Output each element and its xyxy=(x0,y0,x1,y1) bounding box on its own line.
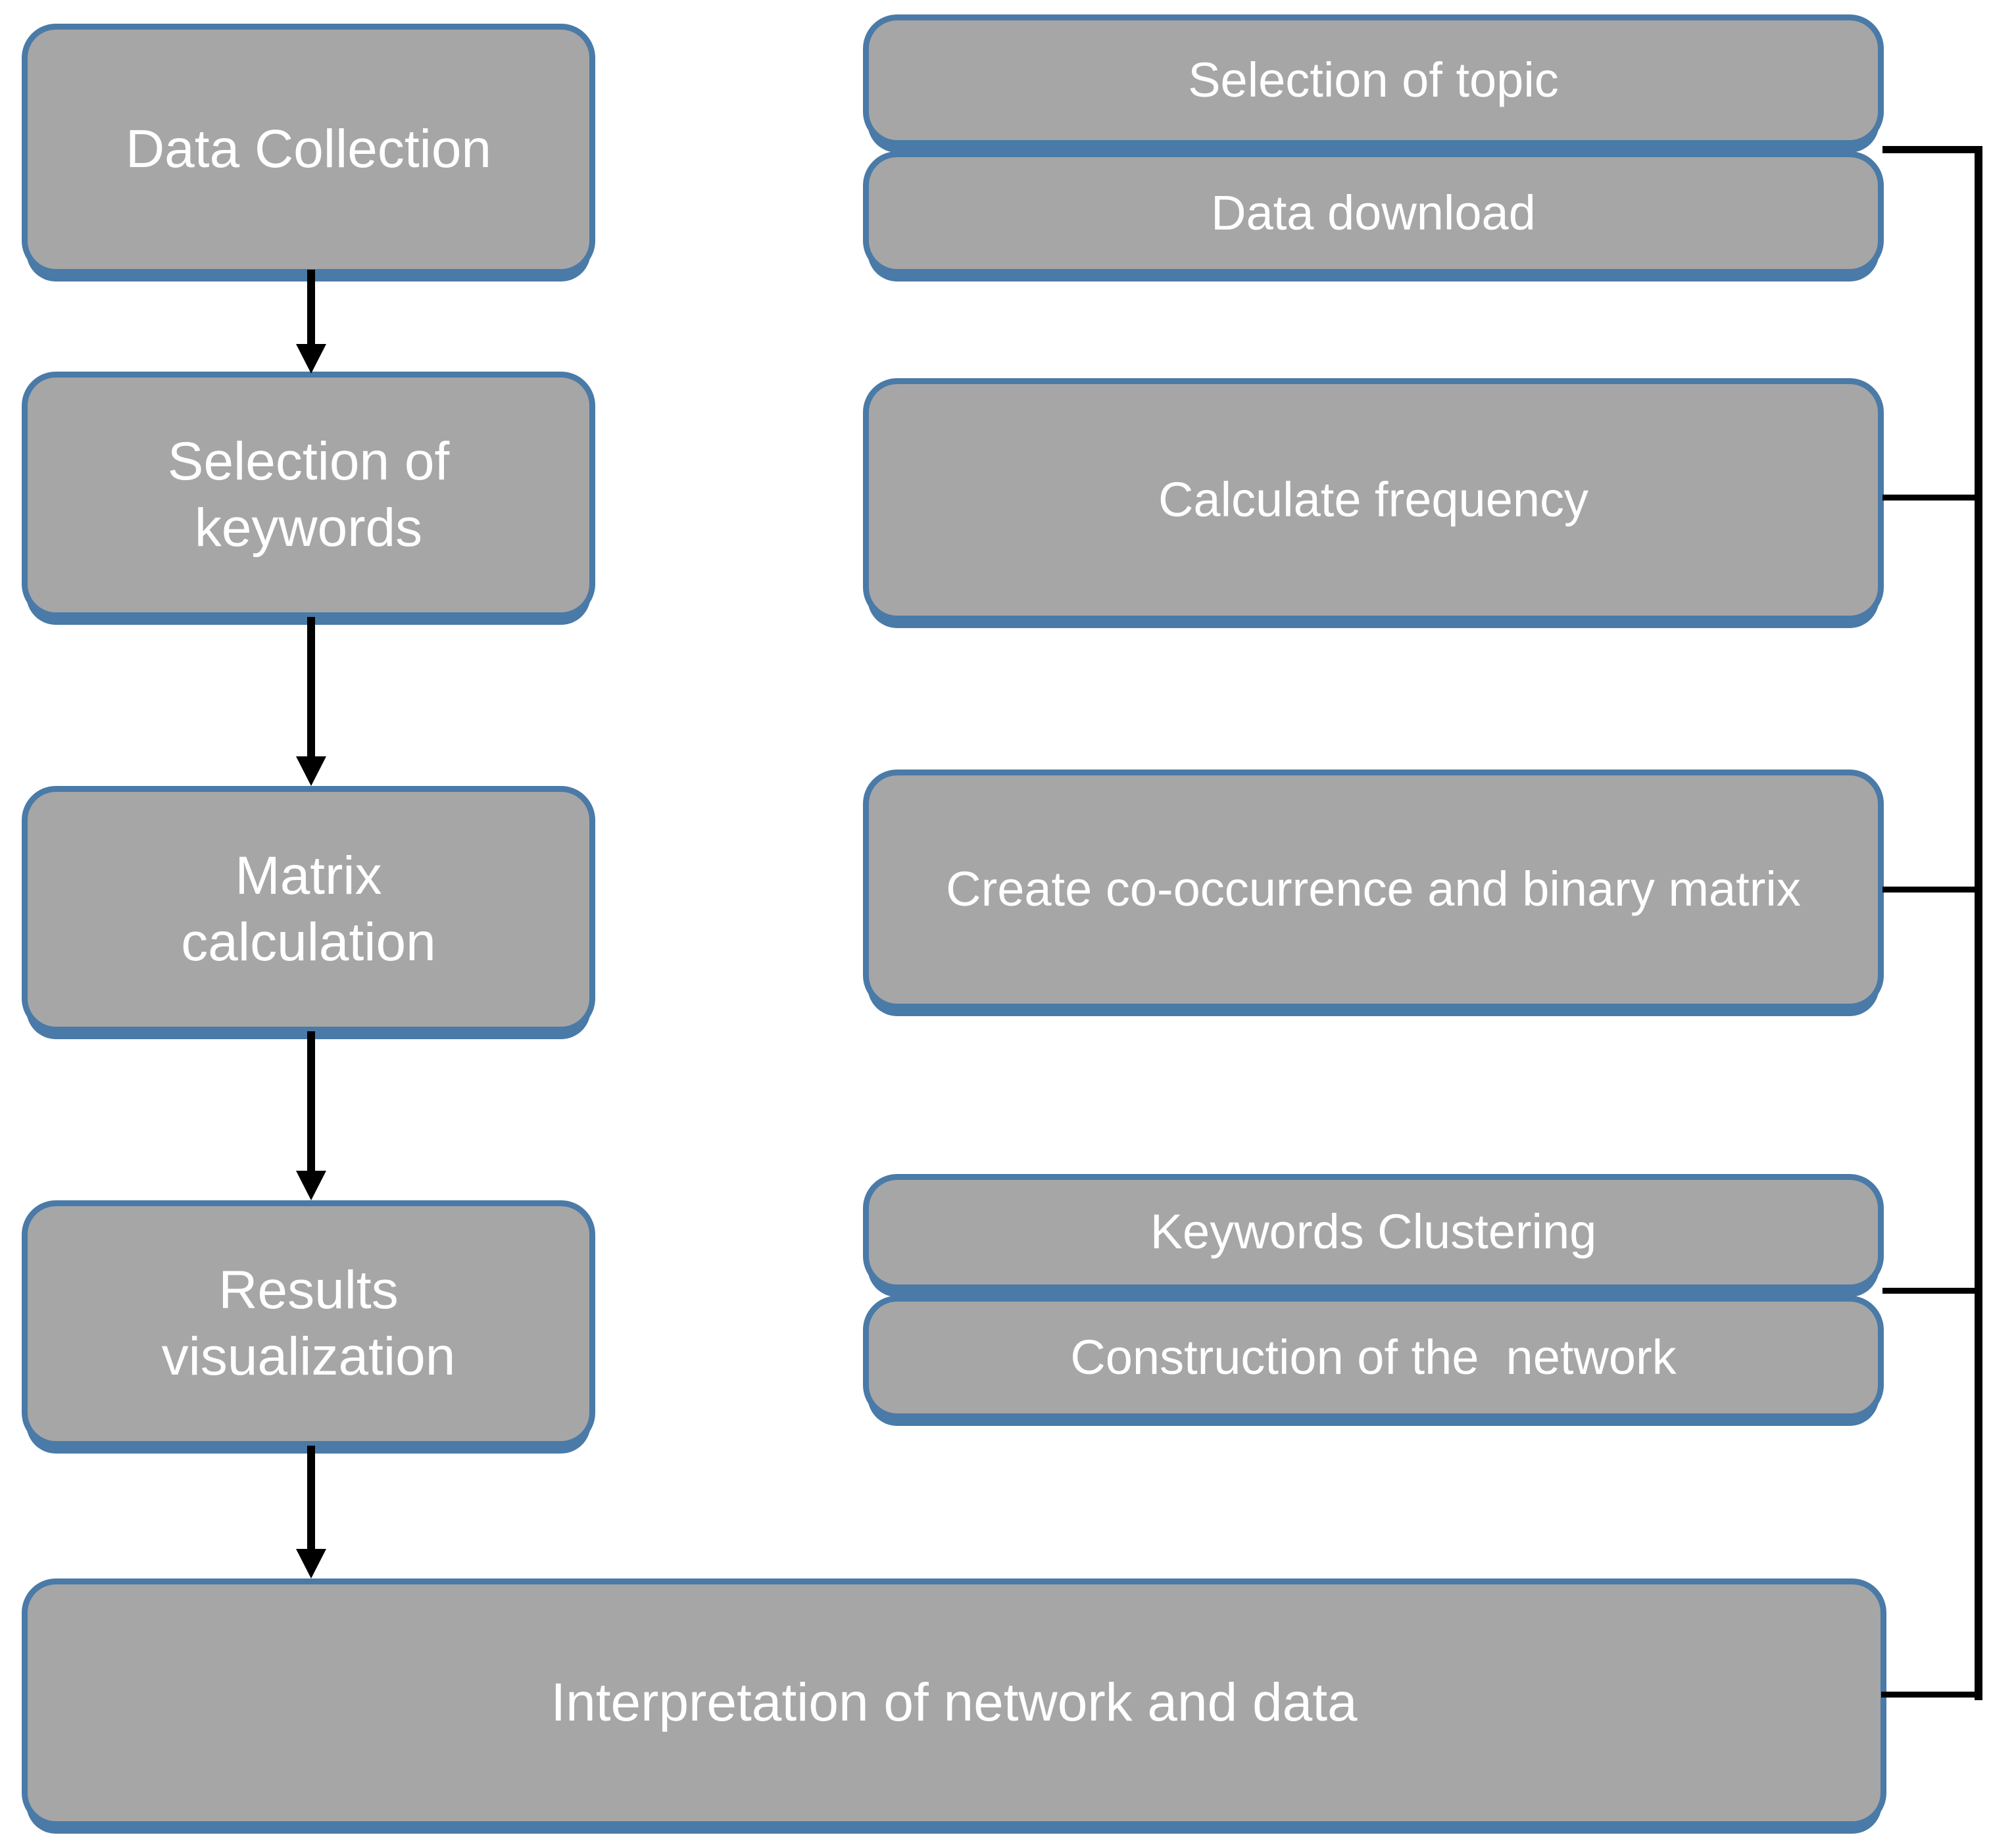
flow-box-selection-of-topic: Selection of topic xyxy=(863,14,1884,146)
flow-box-keywords-clustering: Keywords Clustering xyxy=(863,1174,1884,1290)
flow-box-results-visualization: Results visualization xyxy=(22,1200,595,1447)
down-arrow-4-head xyxy=(296,1549,326,1578)
flow-box-matrix-calculation-label: Matrix calculation xyxy=(181,846,436,972)
flow-box-construction-network-label: Construction of the network xyxy=(1070,1329,1677,1384)
down-arrow-1-head xyxy=(296,344,326,374)
down-arrow-3-shaft xyxy=(307,1031,315,1173)
flow-box-data-download-label: Data download xyxy=(1211,185,1536,240)
flow-box-keywords-clustering-label: Keywords Clustering xyxy=(1150,1204,1597,1260)
flow-box-selection-of-topic-label: Selection of topic xyxy=(1188,52,1559,107)
connector-h-interpretation xyxy=(1881,1692,1975,1698)
flow-box-results-visualization-label: Results visualization xyxy=(161,1260,456,1386)
flow-box-data-collection: Data Collection xyxy=(22,24,595,275)
connector-h-topic-download xyxy=(1882,146,1982,153)
flow-box-data-collection-label: Data Collection xyxy=(125,118,492,179)
down-arrow-2-shaft xyxy=(307,617,315,759)
down-arrow-1-shaft xyxy=(307,270,315,347)
connector-h-calculate-frequency xyxy=(1882,495,1975,501)
flow-box-matrix-calculation: Matrix calculation xyxy=(22,786,595,1033)
flow-box-data-download: Data download xyxy=(863,151,1884,275)
flow-box-interpretation-label: Interpretation of network and data xyxy=(551,1672,1358,1732)
flow-box-interpretation: Interpretation of network and data xyxy=(22,1578,1886,1827)
flow-box-create-matrix-label: Create co-occurrence and binary matrix xyxy=(946,862,1801,917)
flow-box-create-matrix: Create co-occurrence and binary matrix xyxy=(863,770,1884,1010)
flow-box-selection-of-keywords-label: Selection of keywords xyxy=(167,431,450,558)
connector-h-create-matrix xyxy=(1882,887,1975,893)
connector-vertical-spine xyxy=(1975,146,1982,1700)
flow-box-calculate-frequency-label: Calculate frequency xyxy=(1158,472,1589,527)
flow-box-calculate-frequency: Calculate frequency xyxy=(863,378,1884,622)
flow-box-construction-network: Construction of the network xyxy=(863,1296,1884,1419)
flow-box-selection-of-keywords: Selection of keywords xyxy=(22,372,595,618)
down-arrow-3-head xyxy=(296,1171,326,1200)
down-arrow-4-shaft xyxy=(307,1446,315,1552)
connector-h-clustering-construction xyxy=(1882,1288,1975,1294)
down-arrow-2-head xyxy=(296,756,326,786)
